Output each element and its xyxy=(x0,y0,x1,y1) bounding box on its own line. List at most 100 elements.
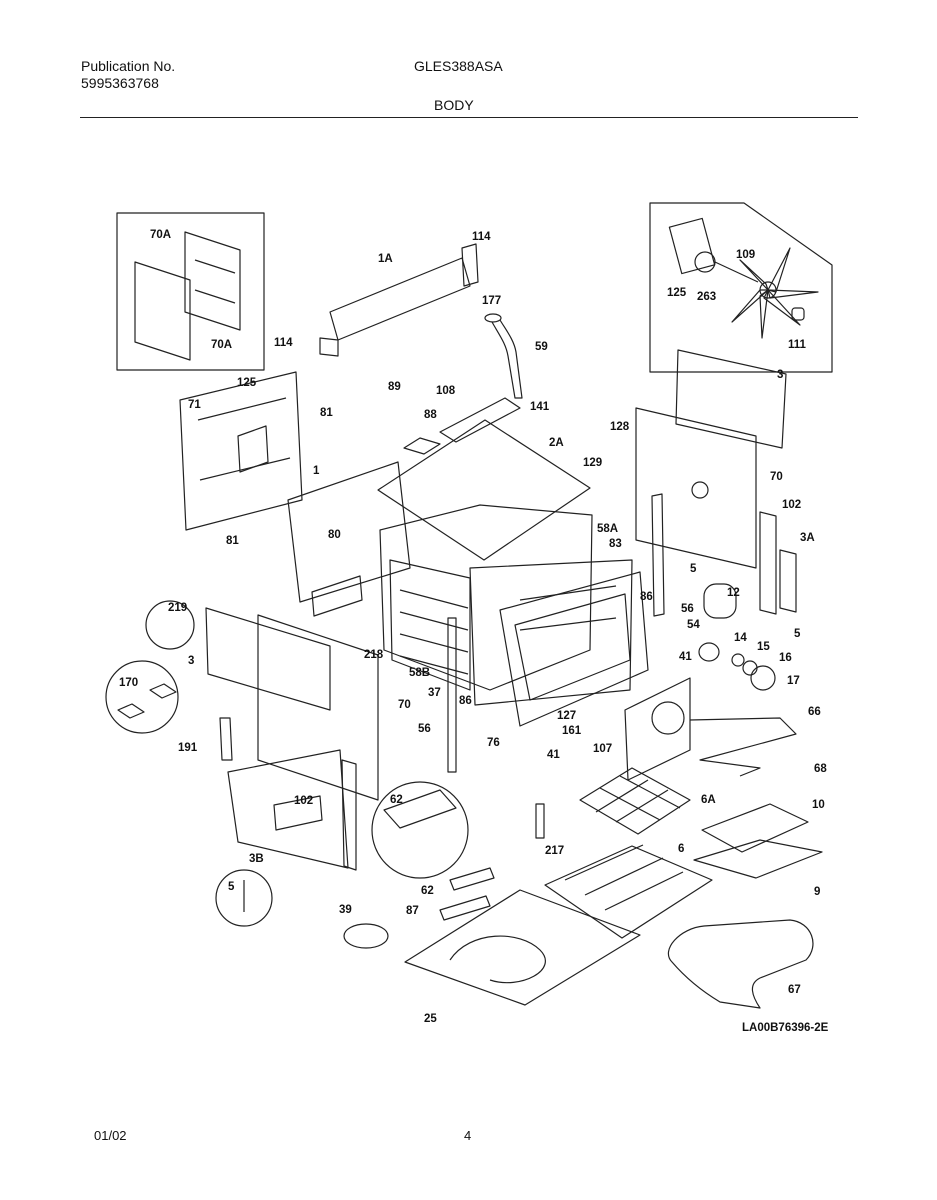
part-191-bracket xyxy=(219,717,233,761)
label-141: 141 xyxy=(530,401,550,413)
label-2a: 2A xyxy=(549,437,564,449)
part-3-rear-panel xyxy=(675,349,787,449)
label-111: 111 xyxy=(788,339,807,351)
part-71-back-panel xyxy=(179,371,303,531)
part-6-oven-rack xyxy=(544,844,713,939)
label-14: 14 xyxy=(734,632,747,644)
label-56-right: 56 xyxy=(681,603,694,615)
label-86-bottom: 86 xyxy=(459,695,472,707)
part-219-callout xyxy=(145,600,195,650)
label-127: 127 xyxy=(557,710,576,722)
label-67: 67 xyxy=(788,984,801,996)
label-3-rear: 3 xyxy=(777,369,783,381)
label-3a: 3A xyxy=(800,532,815,544)
label-128: 128 xyxy=(610,421,630,433)
part-fan-assembly xyxy=(668,217,819,339)
part-70a-panels xyxy=(134,231,241,361)
label-68: 68 xyxy=(814,763,827,775)
part-9-broil-pan xyxy=(693,839,823,879)
label-25: 25 xyxy=(424,1013,437,1025)
part-6a-broil-rack xyxy=(579,767,691,835)
label-6: 6 xyxy=(678,843,684,855)
part-5-callout xyxy=(215,869,273,927)
part-25-bottom-panel xyxy=(404,889,641,1006)
label-39: 39 xyxy=(339,904,352,916)
label-66: 66 xyxy=(808,706,821,718)
label-3-lower: 3 xyxy=(188,655,194,667)
label-86-top: 86 xyxy=(640,591,653,603)
label-41-right: 41 xyxy=(679,651,692,663)
label-71: 71 xyxy=(188,399,201,411)
label-219: 219 xyxy=(168,602,187,614)
part-labels: 70A 70A 114 1A 114 177 59 125 109 263 12… xyxy=(119,229,827,1025)
label-125-fan: 125 xyxy=(667,287,687,299)
part-bracket-left-of-70 xyxy=(651,493,665,617)
label-88: 88 xyxy=(424,409,437,421)
page-number: 4 xyxy=(464,1128,472,1143)
label-107: 107 xyxy=(593,743,612,755)
label-9: 9 xyxy=(814,886,820,898)
label-58a: 58A xyxy=(597,523,618,535)
footer-date: 01/02 xyxy=(94,1128,127,1143)
publication-label: Publication No. xyxy=(81,58,176,74)
inset-box-70a xyxy=(116,212,265,371)
part-170-pad-b xyxy=(149,683,177,699)
label-5-callout: 5 xyxy=(228,881,235,893)
part-107-fan-cover xyxy=(624,677,691,781)
label-17: 17 xyxy=(787,675,800,687)
label-129: 129 xyxy=(583,457,602,469)
label-12: 12 xyxy=(727,587,740,599)
label-80: 80 xyxy=(328,529,341,541)
label-89: 89 xyxy=(388,381,401,393)
label-3b: 3B xyxy=(249,853,264,865)
part-56-strip xyxy=(447,617,457,773)
part-top-panel xyxy=(377,397,591,561)
label-70-right: 70 xyxy=(770,471,783,483)
part-70-left-side-panel xyxy=(257,614,379,801)
label-161: 161 xyxy=(562,725,582,737)
part-62-callout xyxy=(371,781,469,879)
label-1a: 1A xyxy=(378,253,393,265)
part-door-frame xyxy=(499,571,649,727)
part-70-right-side-panel xyxy=(635,407,757,569)
label-109: 109 xyxy=(736,249,755,261)
label-81-top: 81 xyxy=(320,407,333,419)
part-fan-hardware xyxy=(698,642,776,691)
publication-number: 5995363768 xyxy=(81,75,159,91)
part-3a-bracket xyxy=(779,549,797,613)
label-6a: 6A xyxy=(701,794,716,806)
label-102-right: 102 xyxy=(782,499,801,511)
part-12-motor xyxy=(703,583,737,619)
diagram-code: LA00B76396-2E xyxy=(742,1022,829,1034)
label-81-bottom: 81 xyxy=(226,535,239,547)
part-10-broil-pan-insert xyxy=(701,803,809,853)
label-59: 59 xyxy=(535,341,548,353)
label-263: 263 xyxy=(697,291,716,303)
header-rule xyxy=(80,117,858,118)
label-5-right: 5 xyxy=(690,563,697,575)
part-62-small xyxy=(449,867,495,891)
label-62-small: 62 xyxy=(421,885,434,897)
part-87-bracket xyxy=(439,895,491,921)
label-41-bottom: 41 xyxy=(547,749,560,761)
label-70-left: 70 xyxy=(398,699,411,711)
part-1a-rear-top-panel xyxy=(319,243,479,357)
label-5-far-right: 5 xyxy=(794,628,801,640)
part-177-grommet xyxy=(484,313,502,323)
label-15: 15 xyxy=(757,641,770,653)
label-37: 37 xyxy=(428,687,441,699)
part-102-lower-frame xyxy=(227,749,357,871)
label-177: 177 xyxy=(482,295,501,307)
label-102-lower: 102 xyxy=(294,795,313,807)
part-102-bracket-right xyxy=(759,511,777,615)
label-1: 1 xyxy=(313,465,320,477)
label-16: 16 xyxy=(779,652,792,664)
model-number: GLES388ASA xyxy=(414,58,503,74)
part-170-pad-a xyxy=(117,703,145,719)
label-217: 217 xyxy=(545,845,564,857)
part-39-harness xyxy=(343,923,389,949)
part-3-lower-rear-panel xyxy=(205,607,331,711)
label-125-back: 125 xyxy=(237,377,257,389)
part-67-bake-element xyxy=(667,919,814,1009)
